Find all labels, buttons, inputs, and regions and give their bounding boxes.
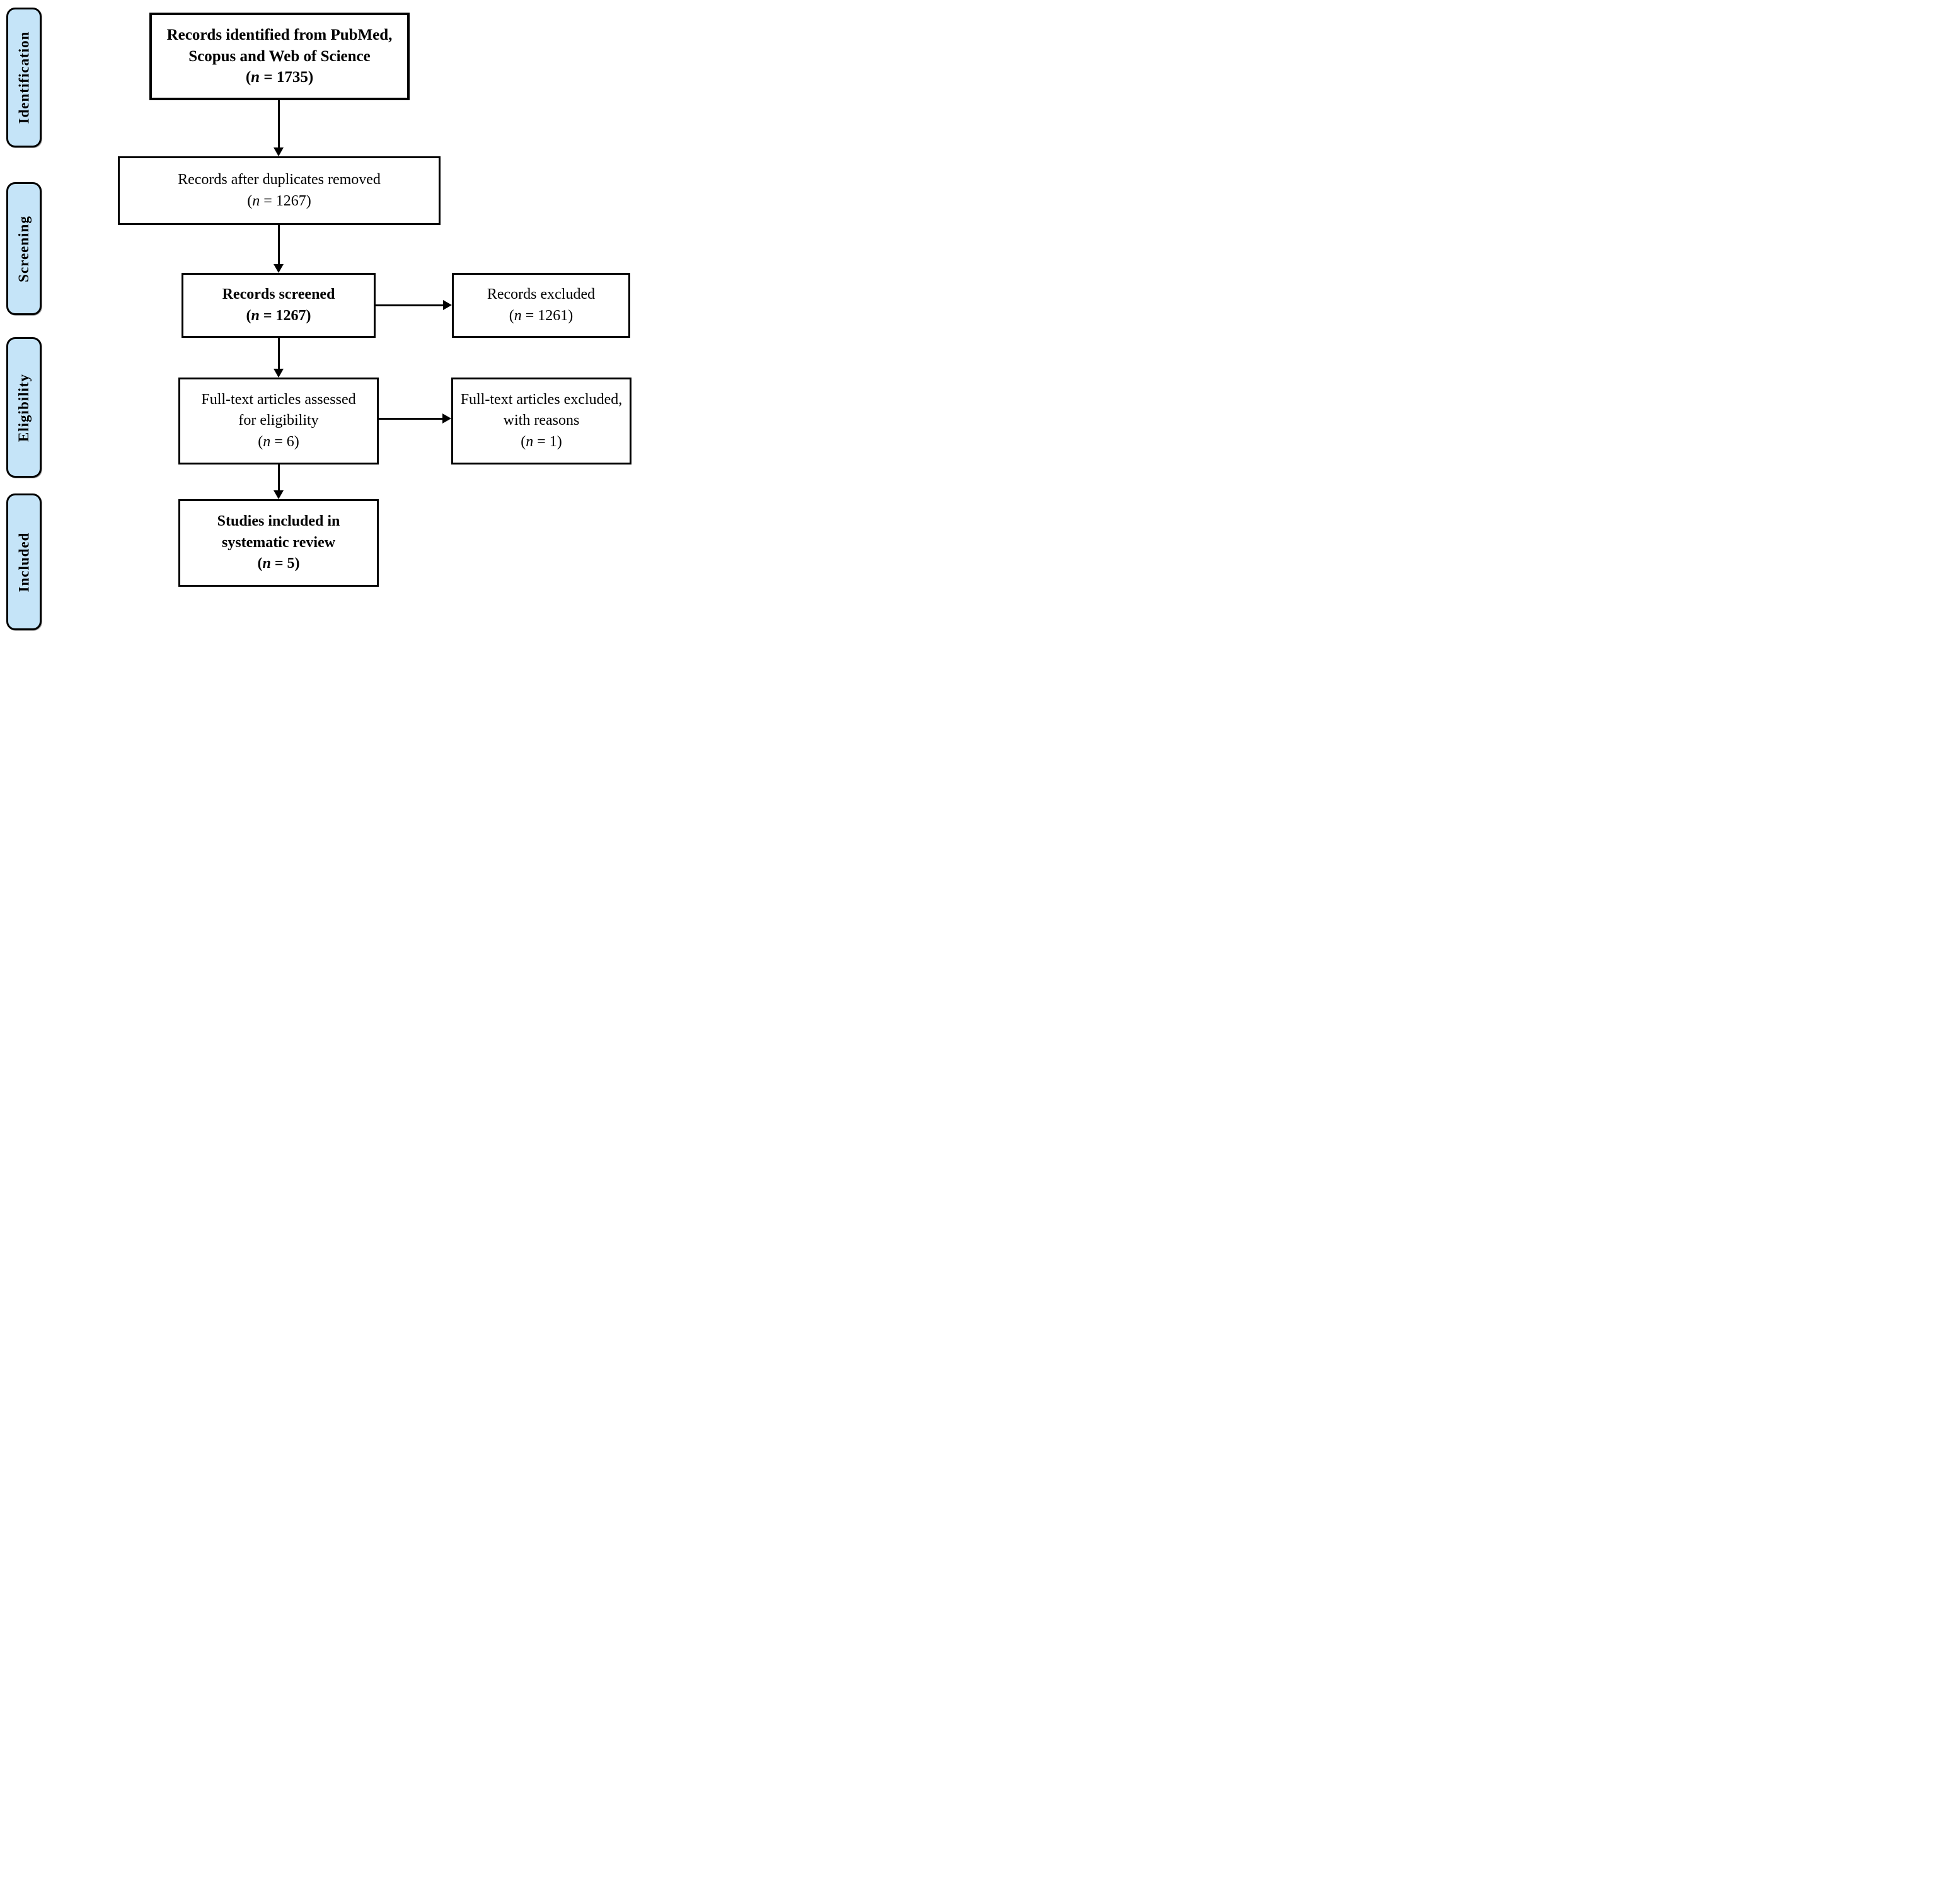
box-studies-included-line1: Studies included in — [217, 513, 340, 530]
box-records-screened: Records screened (n = 1267) — [182, 273, 376, 338]
box-records-identified: Records identified from PubMed, Scopus a… — [149, 13, 410, 100]
box-fulltext-excluded-line1: Full-text articles excluded, — [460, 391, 623, 408]
box-records-identified-count: (n = 1735) — [245, 69, 314, 86]
box-fulltext-assessed-line2: for eligibility — [238, 412, 319, 429]
stage-label-screening-text: Screening — [16, 215, 32, 282]
prisma-flow-diagram: Identification Screening Eligibility Inc… — [0, 0, 648, 635]
stage-label-identification-text: Identification — [16, 31, 32, 124]
stage-label-included: Included — [6, 493, 42, 630]
n-symbol: n — [262, 555, 271, 572]
box-fulltext-excluded: Full-text articles excluded, with reason… — [451, 378, 631, 464]
box-duplicates-removed: Records after duplicates removed (n = 12… — [118, 156, 441, 225]
arrow-identified-to-deduplicated-head — [274, 147, 284, 156]
arrow-fulltext-to-excluded-head — [442, 413, 451, 424]
stage-label-eligibility-text: Eligibility — [16, 373, 32, 442]
arrow-deduplicated-to-screened-head — [274, 264, 284, 273]
n-symbol: n — [251, 69, 260, 86]
box-studies-included-line2: systematic review — [221, 534, 336, 551]
box-records-excluded-count: (n = 1261) — [509, 307, 574, 324]
n-symbol: n — [514, 307, 522, 324]
n-symbol: n — [251, 307, 260, 324]
box-records-identified-line1: Records identified from PubMed, — [166, 26, 393, 43]
box-records-identified-line2: Scopus and Web of Science — [188, 47, 371, 65]
stage-label-identification: Identification — [6, 8, 42, 147]
arrow-deduplicated-to-screened-line — [278, 225, 280, 265]
arrow-screened-to-fulltext-line — [278, 338, 280, 369]
n-symbol: n — [252, 192, 260, 209]
arrow-fulltext-to-excluded-line — [379, 418, 443, 420]
box-records-excluded: Records excluded (n = 1261) — [452, 273, 630, 338]
arrow-screened-to-excluded-line — [376, 304, 444, 306]
n-symbol: n — [526, 433, 534, 450]
box-studies-included-count: (n = 5) — [257, 555, 300, 572]
stage-label-screening: Screening — [6, 182, 42, 315]
box-fulltext-assessed-line1: Full-text articles assessed — [201, 391, 356, 408]
box-fulltext-assessed: Full-text articles assessed for eligibil… — [178, 378, 379, 464]
arrow-screened-to-excluded-head — [443, 300, 452, 310]
box-duplicates-removed-line1: Records after duplicates removed — [178, 171, 381, 188]
arrow-fulltext-to-included-line — [278, 464, 280, 491]
box-duplicates-removed-count: (n = 1267) — [247, 192, 311, 209]
box-fulltext-excluded-line2: with reasons — [503, 412, 580, 429]
box-records-screened-count: (n = 1267) — [246, 307, 311, 324]
arrow-fulltext-to-included-head — [274, 490, 284, 499]
box-fulltext-assessed-count: (n = 6) — [258, 433, 299, 450]
box-studies-included: Studies included in systematic review (n… — [178, 499, 379, 587]
box-records-screened-line1: Records screened — [222, 286, 335, 303]
arrow-identified-to-deduplicated-line — [278, 100, 280, 148]
arrow-screened-to-fulltext-head — [274, 369, 284, 378]
box-records-excluded-line1: Records excluded — [487, 286, 596, 303]
stage-label-eligibility: Eligibility — [6, 337, 42, 478]
stage-label-included-text: Included — [16, 532, 32, 592]
n-symbol: n — [263, 433, 271, 450]
box-fulltext-excluded-count: (n = 1) — [521, 433, 562, 450]
